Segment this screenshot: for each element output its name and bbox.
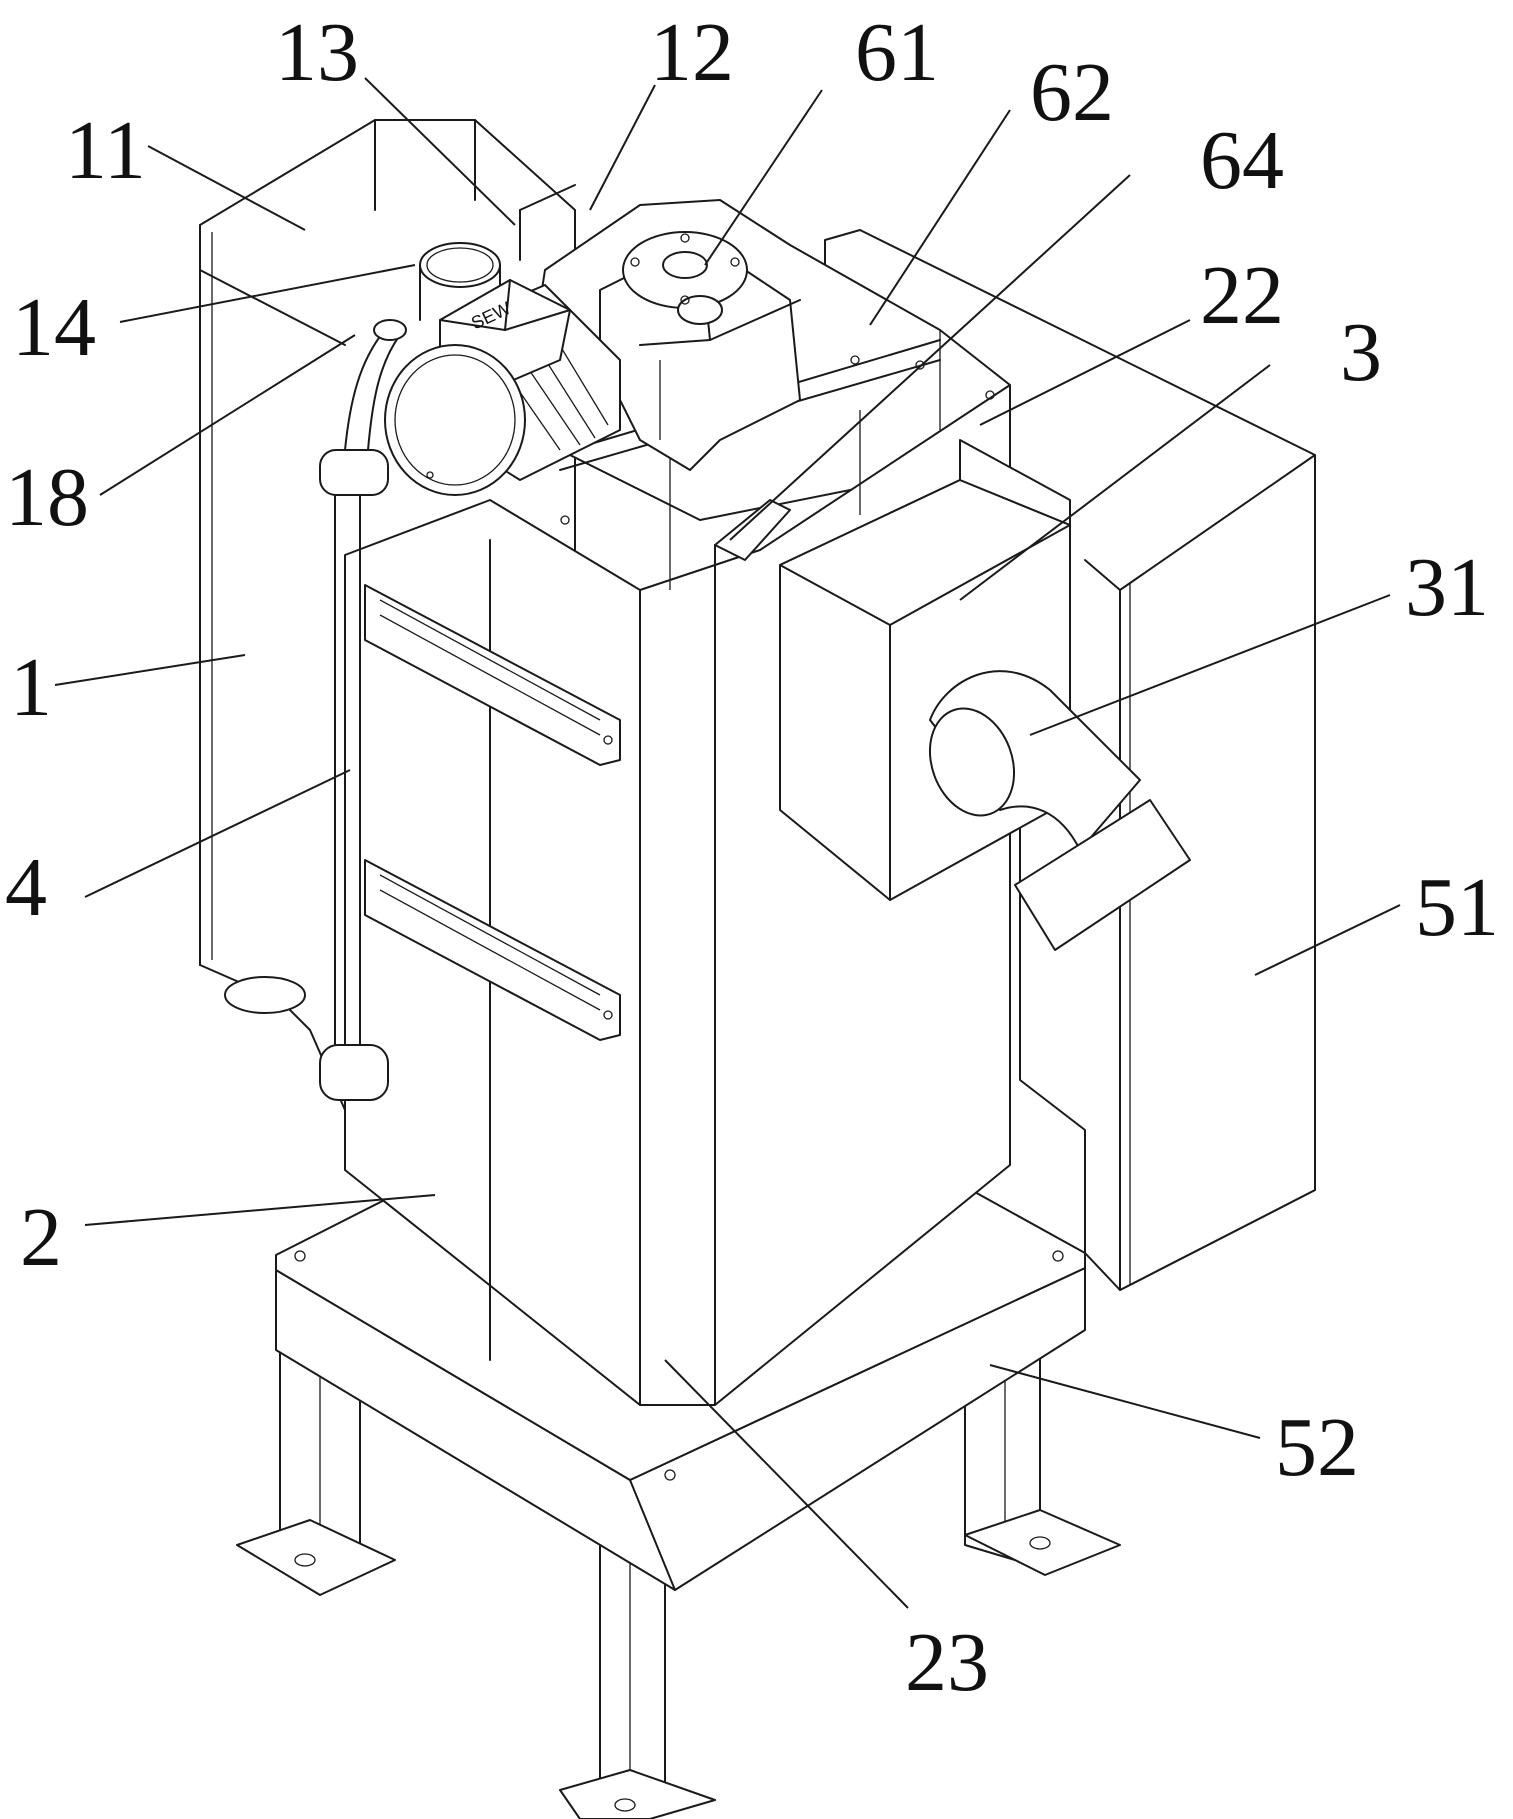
callout-62: 62 (1030, 46, 1114, 139)
callout-13: 13 (275, 6, 359, 99)
callout-2: 2 (20, 1191, 62, 1284)
callout-31: 31 (1405, 541, 1489, 634)
callout-14: 14 (12, 281, 96, 374)
callout-23: 23 (905, 1616, 989, 1709)
callout-labels: 11 13 12 61 62 64 22 3 31 14 18 1 4 51 2… (5, 6, 1499, 1709)
callout-4: 4 (5, 841, 47, 934)
guide-rails (364, 584, 621, 1041)
callout-22: 22 (1200, 249, 1284, 342)
callout-1: 1 (10, 641, 52, 734)
motor-gearbox: SEW (384, 231, 801, 496)
callout-52: 52 (1275, 1401, 1359, 1494)
callout-11: 11 (65, 104, 146, 197)
chute-3 (779, 439, 1191, 951)
callout-3: 3 (1340, 306, 1382, 399)
callout-18: 18 (5, 451, 89, 544)
callout-61: 61 (855, 6, 939, 99)
callout-51: 51 (1415, 861, 1499, 954)
callout-64: 64 (1200, 114, 1284, 207)
hose-4 (319, 319, 407, 1101)
callout-12: 12 (650, 6, 734, 99)
leader-lines (54, 77, 1401, 1609)
